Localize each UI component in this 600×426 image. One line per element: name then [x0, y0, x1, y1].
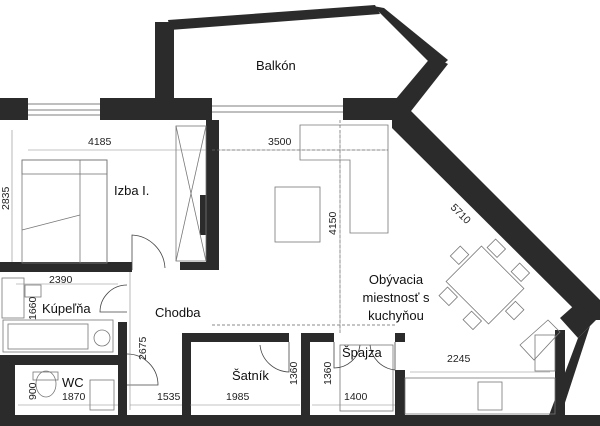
label-living-3: kuchyňou	[368, 308, 424, 323]
dim-1985: 1985	[226, 391, 250, 403]
dimension-lines	[11, 130, 550, 410]
dim-2390: 2390	[49, 274, 73, 286]
dim-4150: 4150	[327, 211, 339, 235]
label-hallway: Chodba	[155, 305, 201, 320]
label-wardrobe: Šatník	[232, 368, 269, 383]
label-pantry: Špajza	[342, 345, 383, 360]
label-living-2: miestnosť s	[362, 290, 430, 305]
label-bathroom: Kúpeľňa	[42, 301, 91, 316]
label-balcony: Balkón	[256, 58, 296, 73]
dim-1535: 1535	[157, 391, 181, 403]
label-living-1: Obývacia	[369, 272, 424, 287]
dimension-labels: 4185 3500 2835 4150 5710 2390 1660 2675 …	[0, 136, 473, 403]
label-room1: Izba I.	[114, 183, 149, 198]
dim-2675: 2675	[137, 336, 149, 360]
dim-900: 900	[27, 382, 39, 400]
room-labels: Balkón Izba I. Kúpeľňa Chodba Obývacia m…	[42, 58, 430, 390]
dim-3500: 3500	[268, 136, 292, 148]
dim-2245: 2245	[447, 353, 471, 365]
label-wc: WC	[62, 375, 84, 390]
dim-1360-a: 1360	[288, 361, 300, 385]
walls	[0, 5, 600, 426]
dim-2835: 2835	[0, 186, 12, 210]
dim-1360-b: 1360	[322, 361, 334, 385]
doors	[99, 234, 396, 386]
dim-1660: 1660	[27, 296, 39, 320]
dim-1870: 1870	[62, 391, 86, 403]
dim-4185: 4185	[88, 136, 112, 148]
dim-1400: 1400	[344, 391, 368, 403]
dim-5710: 5710	[448, 202, 473, 227]
